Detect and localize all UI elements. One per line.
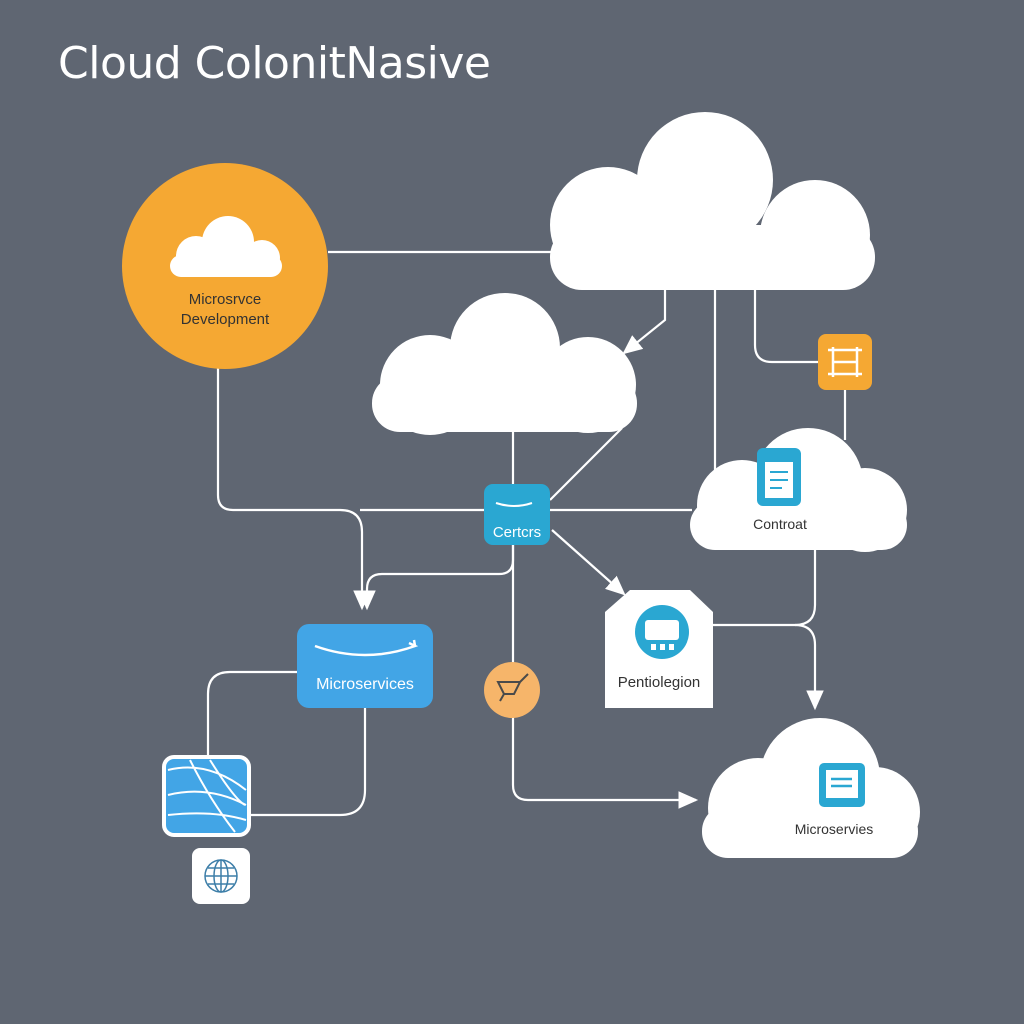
globe-icon: [204, 859, 238, 893]
cart-icon[interactable]: [484, 662, 540, 718]
cloud-icon: [170, 216, 282, 277]
dev-label: Microsrvce Development: [180, 291, 270, 328]
centers-node[interactable]: [484, 484, 550, 545]
cloud-microservies[interactable]: [702, 718, 920, 858]
microservices-node[interactable]: [297, 624, 433, 708]
arrow-smile-icon: [314, 639, 419, 657]
microservices-label: Microservices: [316, 676, 414, 693]
centers-label: Certcrs: [492, 524, 542, 541]
smile-icon: [495, 502, 533, 507]
contract-label: Controat: [753, 516, 807, 532]
cloud-middle[interactable]: [372, 293, 637, 435]
diagram-title: Cloud ColonitNasive: [58, 38, 491, 89]
cloud-top[interactable]: [550, 112, 875, 290]
pentiolegion-label: Pentiolegion: [617, 674, 701, 691]
microservies-label: Microservies: [794, 821, 874, 837]
